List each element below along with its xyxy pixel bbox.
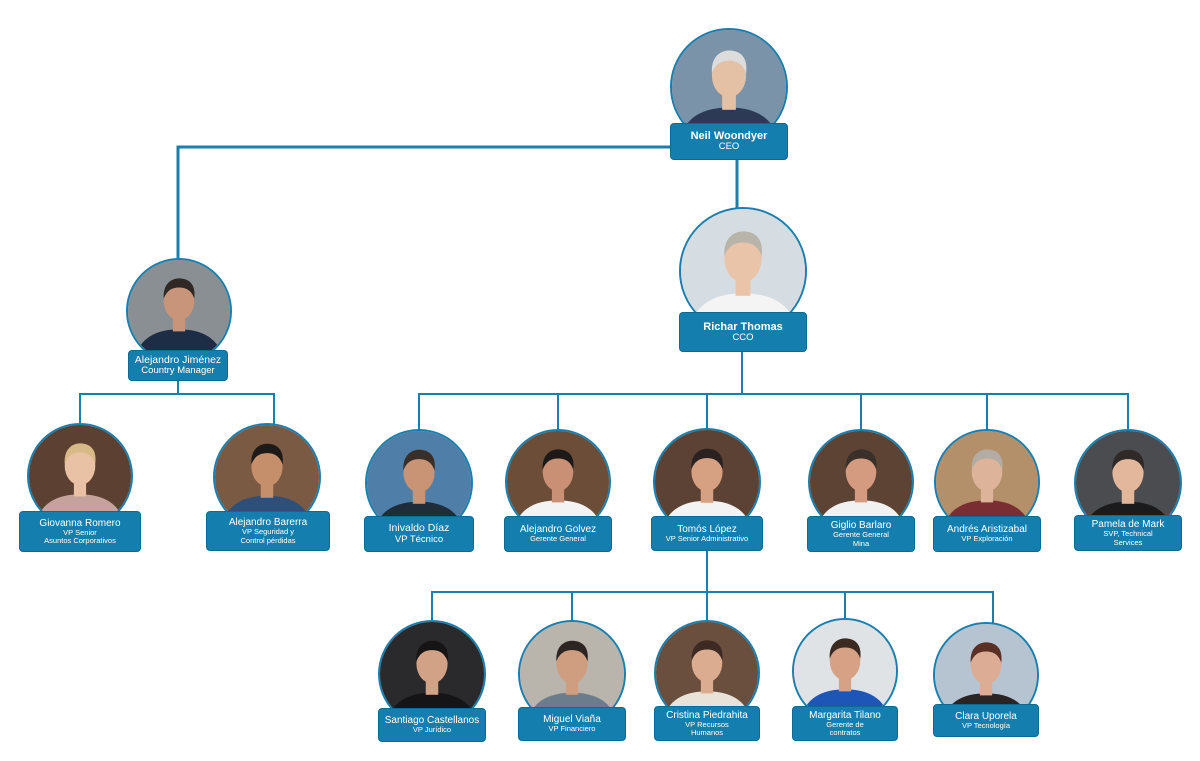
person-name: Tomós López [677,523,737,535]
name-card: Richar Thomas CCO [679,312,807,352]
person-name: Giovanna Romero [39,517,121,529]
person-name: Santiago Castellanos [384,715,480,727]
person-title: Gerente General [530,534,586,544]
person-title: CCO [732,331,754,343]
person-name: Miguel Viaña [543,714,601,726]
name-card: Alejandro Golvez Gerente General [504,516,612,552]
person-name: Cristina Piedrahita [666,709,748,721]
portrait-image [29,425,131,527]
name-card: Miguel Viaña VP Financiero [518,707,626,741]
name-card: Neil Woondyer CEO [670,123,788,160]
person-title: VP Técnico [394,533,444,545]
person-name: Alejandro Barerra [228,517,308,529]
person-name: Andrés Aristizabal [946,524,1028,536]
avatar [126,258,232,364]
person-name: Margarita Tilano [809,709,881,721]
person-name: Giglio Barlaro [830,520,892,532]
person-title: VP Senior Administrativo [665,533,749,543]
person-name: Alejandro Golvez [519,524,597,536]
name-card: Inivaldo Díaz VP Técnico [364,516,474,552]
person-title: VP Jurídico [412,725,452,735]
person-name: Richar Thomas [703,320,783,333]
name-card: Santiago Castellanos VP Jurídico [378,708,486,742]
person-name: Alejandro Jiménez [134,353,222,366]
person-title: VP Tecnología [961,720,1011,730]
portrait-image [128,260,230,362]
person-name: Pamela de Mark [1091,519,1165,531]
person-title: VP Exploración [961,534,1013,544]
person-title: CEO [718,141,740,153]
person-name: Neil Woondyer [690,130,768,143]
name-card: Tomós López VP Senior Administrativo [651,516,763,551]
name-card: Andrés Aristizabal VP Exploración [933,516,1041,552]
name-card: Clara Uporela VP Tecnología [933,704,1039,737]
person-name: Inivaldo Díaz [388,522,450,534]
person-title: Country Manager [141,365,215,377]
person-title: VP Financiero [548,724,596,734]
name-card: Alejandro Jiménez Country Manager [128,350,228,381]
person-name: Clara Uporela [955,710,1017,722]
